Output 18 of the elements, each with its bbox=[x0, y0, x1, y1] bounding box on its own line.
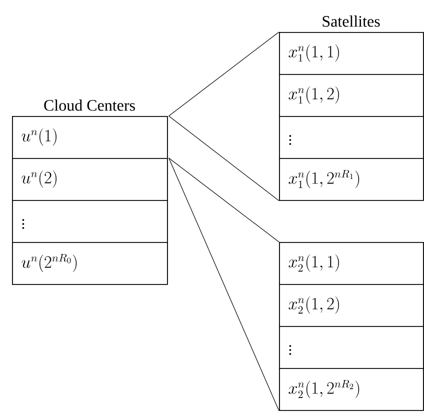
table-cell: $x_1^n(1,2^{nR_1})$ bbox=[279, 158, 424, 201]
table-cell: $\vdots$ bbox=[279, 116, 424, 159]
node-label: Satellites bbox=[322, 16, 380, 27]
table-cell: $x_1^n(1,1)$ bbox=[279, 32, 424, 75]
table-cell: $\vdots$ bbox=[12, 200, 168, 243]
table-cell: $x_1^n(1,2)$ bbox=[279, 74, 424, 117]
table-cell: $x_2^n(1,1)$ bbox=[279, 242, 424, 285]
fan-line bbox=[168, 158, 280, 242]
fan-line bbox=[168, 116, 280, 202]
fan-line bbox=[168, 32, 280, 116]
table-cell: $u^n(2^{nR_0})$ bbox=[12, 242, 168, 285]
table-cell: $x_2^n(1,2^{nR_2})$ bbox=[279, 368, 424, 411]
fan-line bbox=[168, 158, 280, 412]
table-cell: $\vdots$ bbox=[279, 326, 424, 369]
table-cell: $x_2^n(1,2)$ bbox=[279, 284, 424, 327]
table-cell: $u^n(2)$ bbox=[12, 158, 168, 201]
node-label: Cloud Centers bbox=[44, 100, 135, 111]
table-cell: $u^n(1)$ bbox=[12, 116, 168, 159]
